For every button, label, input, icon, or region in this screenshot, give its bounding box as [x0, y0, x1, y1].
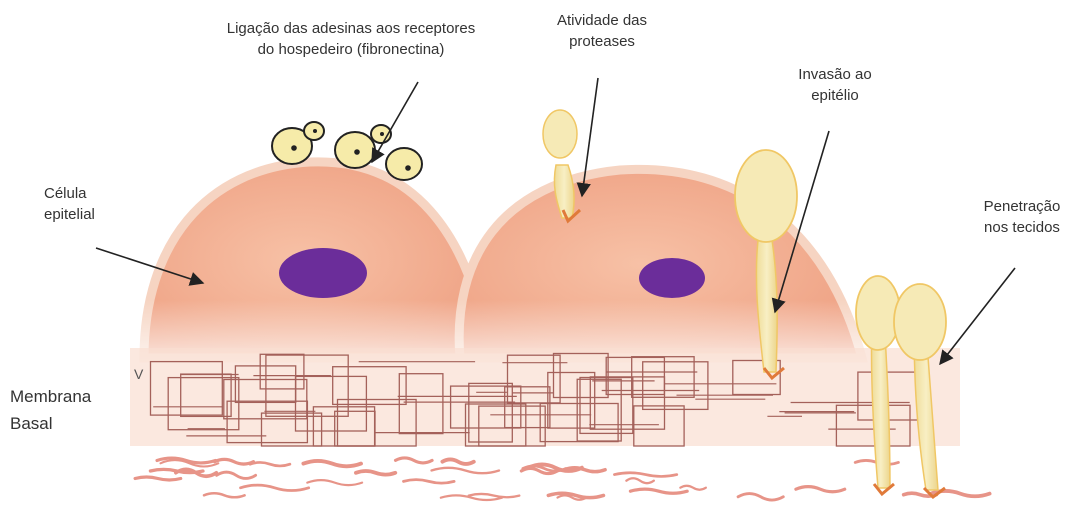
tissue-fiber: [548, 493, 603, 497]
stray-mark: V: [134, 364, 143, 385]
tissue-fibers: [135, 458, 990, 500]
label-protease-activity: Atividade das proteases: [552, 10, 652, 52]
label-epithelial-cell: Célula epitelial: [44, 183, 114, 225]
epithelial-cells: [130, 162, 950, 370]
yeast-bud: [304, 122, 324, 140]
tissue-fiber: [738, 494, 783, 501]
tissue-fiber: [469, 494, 520, 497]
yeast-cell: [386, 148, 422, 180]
label-epithelial-invasion: Invasão ao epitélio: [790, 64, 880, 106]
nucleus-left: [279, 248, 367, 298]
tissue-fiber: [630, 489, 687, 493]
tissue-fiber: [150, 469, 203, 472]
nucleus-right: [639, 258, 705, 298]
tissue-fiber: [404, 480, 455, 484]
label-adhesin-binding: Ligação das adesinas aos receptores do h…: [198, 18, 504, 60]
tissue-fiber: [307, 480, 362, 485]
tissue-fiber: [442, 459, 473, 464]
label-tissue-penetration: Penetração nos tecidos: [974, 196, 1070, 238]
tissue-fiber: [614, 473, 676, 477]
tissue-fiber: [680, 486, 706, 490]
tissue-fiber: [396, 458, 433, 463]
tissue-fiber: [135, 477, 181, 480]
tissue-fiber: [356, 471, 395, 475]
tissue-fiber: [204, 493, 245, 497]
yeast-cell: [335, 132, 375, 168]
tissue-fiber: [250, 462, 290, 466]
tissue-fiber: [796, 487, 845, 492]
tissue-fiber: [626, 478, 653, 483]
label-basal-membrane: Membrana Basal: [10, 383, 120, 437]
tissue-fiber: [217, 472, 256, 478]
arrow-penetration: [940, 268, 1015, 364]
tissue-fiber: [215, 459, 254, 464]
tissue-fiber: [303, 461, 361, 466]
basal-membrane: [130, 348, 960, 446]
tissue-fiber: [241, 485, 309, 490]
tissue-fiber: [432, 468, 500, 473]
